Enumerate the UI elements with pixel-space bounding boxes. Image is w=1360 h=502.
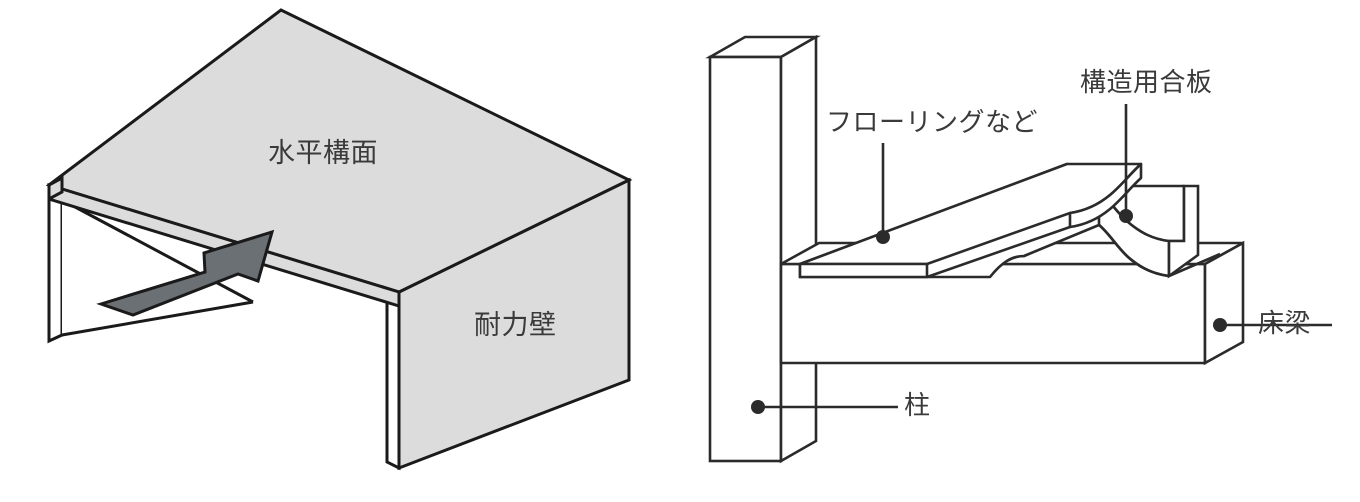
beam-end-face bbox=[1203, 240, 1245, 366]
slab-label: 水平構面 bbox=[268, 138, 378, 168]
slab-left-edge bbox=[47, 175, 64, 202]
column-label: 柱 bbox=[904, 390, 931, 420]
left-diagram: 水平構面 耐力壁 bbox=[45, 8, 633, 471]
plywood-leader-dot bbox=[1119, 209, 1133, 223]
flooring-leader-dot bbox=[876, 230, 890, 244]
inner-opening-outline bbox=[61, 198, 254, 337]
beam-label: 床梁 bbox=[1258, 308, 1311, 338]
wall-label: 耐力壁 bbox=[474, 310, 557, 340]
beam-leader-dot bbox=[1213, 318, 1227, 332]
column-leader-dot bbox=[751, 400, 765, 414]
flooring-label: フローリングなど bbox=[826, 107, 1038, 137]
shear-wall-edge bbox=[385, 289, 401, 471]
beam-front-face bbox=[779, 262, 1207, 365]
column-front-face bbox=[708, 55, 783, 463]
lateral-force-arrow bbox=[96, 229, 275, 317]
right-diagram: フローリングなど 構造用合板 床梁 柱 bbox=[705, 34, 1332, 464]
flooring-lower-break bbox=[926, 225, 1071, 279]
flooring-break-edge bbox=[1068, 162, 1143, 229]
plywood-label: 構造用合板 bbox=[1080, 67, 1213, 97]
flooring-front-edge bbox=[798, 262, 929, 279]
